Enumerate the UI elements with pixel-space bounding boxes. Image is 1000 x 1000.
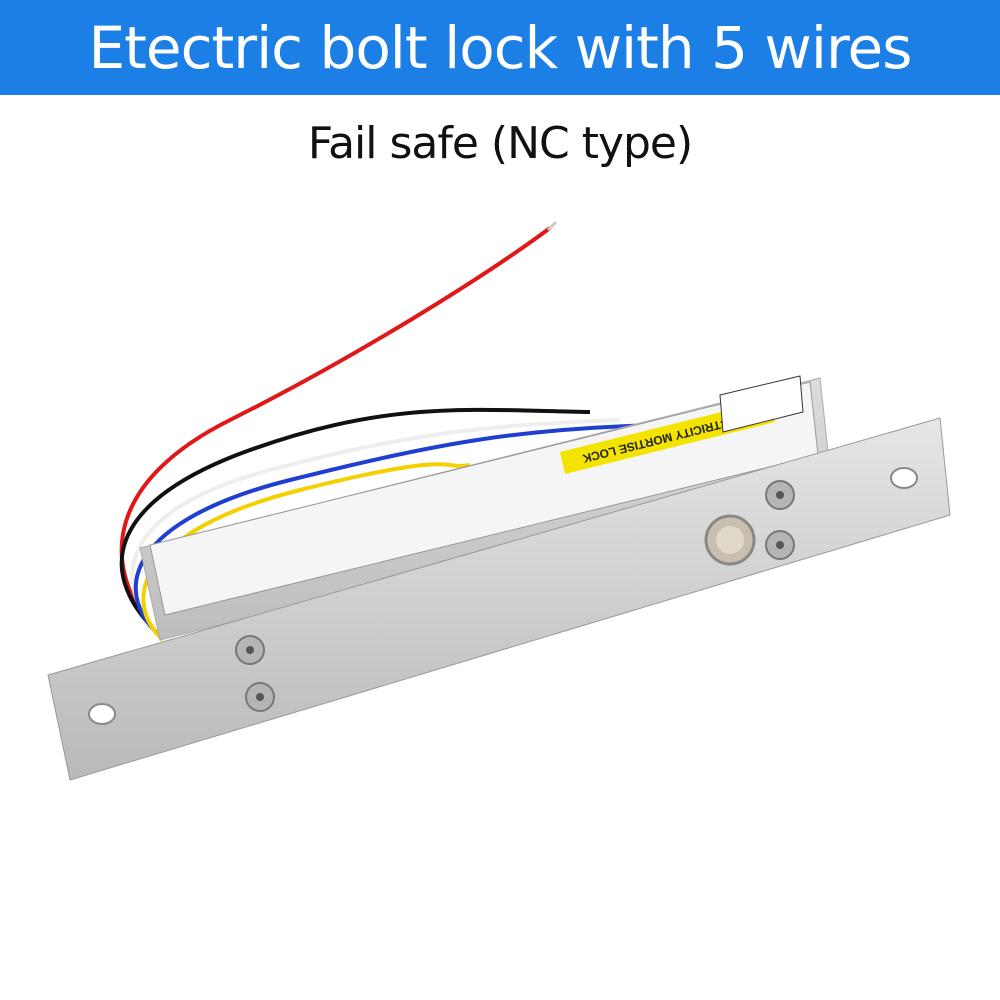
black-wire bbox=[119, 407, 591, 632]
mounting-plate bbox=[47, 417, 951, 781]
mounting-hole bbox=[890, 467, 918, 489]
white-wire bbox=[130, 418, 621, 635]
yellow-wire bbox=[141, 462, 471, 642]
title-banner: Etectric bolt lock with 5 wires bbox=[0, 0, 1000, 95]
banner-title: Etectric bolt lock with 5 wires bbox=[88, 13, 913, 82]
label-yellow-strip bbox=[560, 400, 775, 474]
subtitle: Fail safe (NC type) bbox=[307, 118, 693, 169]
wires bbox=[119, 226, 651, 642]
mounting-hole bbox=[88, 703, 116, 725]
blue-wire bbox=[133, 423, 651, 638]
